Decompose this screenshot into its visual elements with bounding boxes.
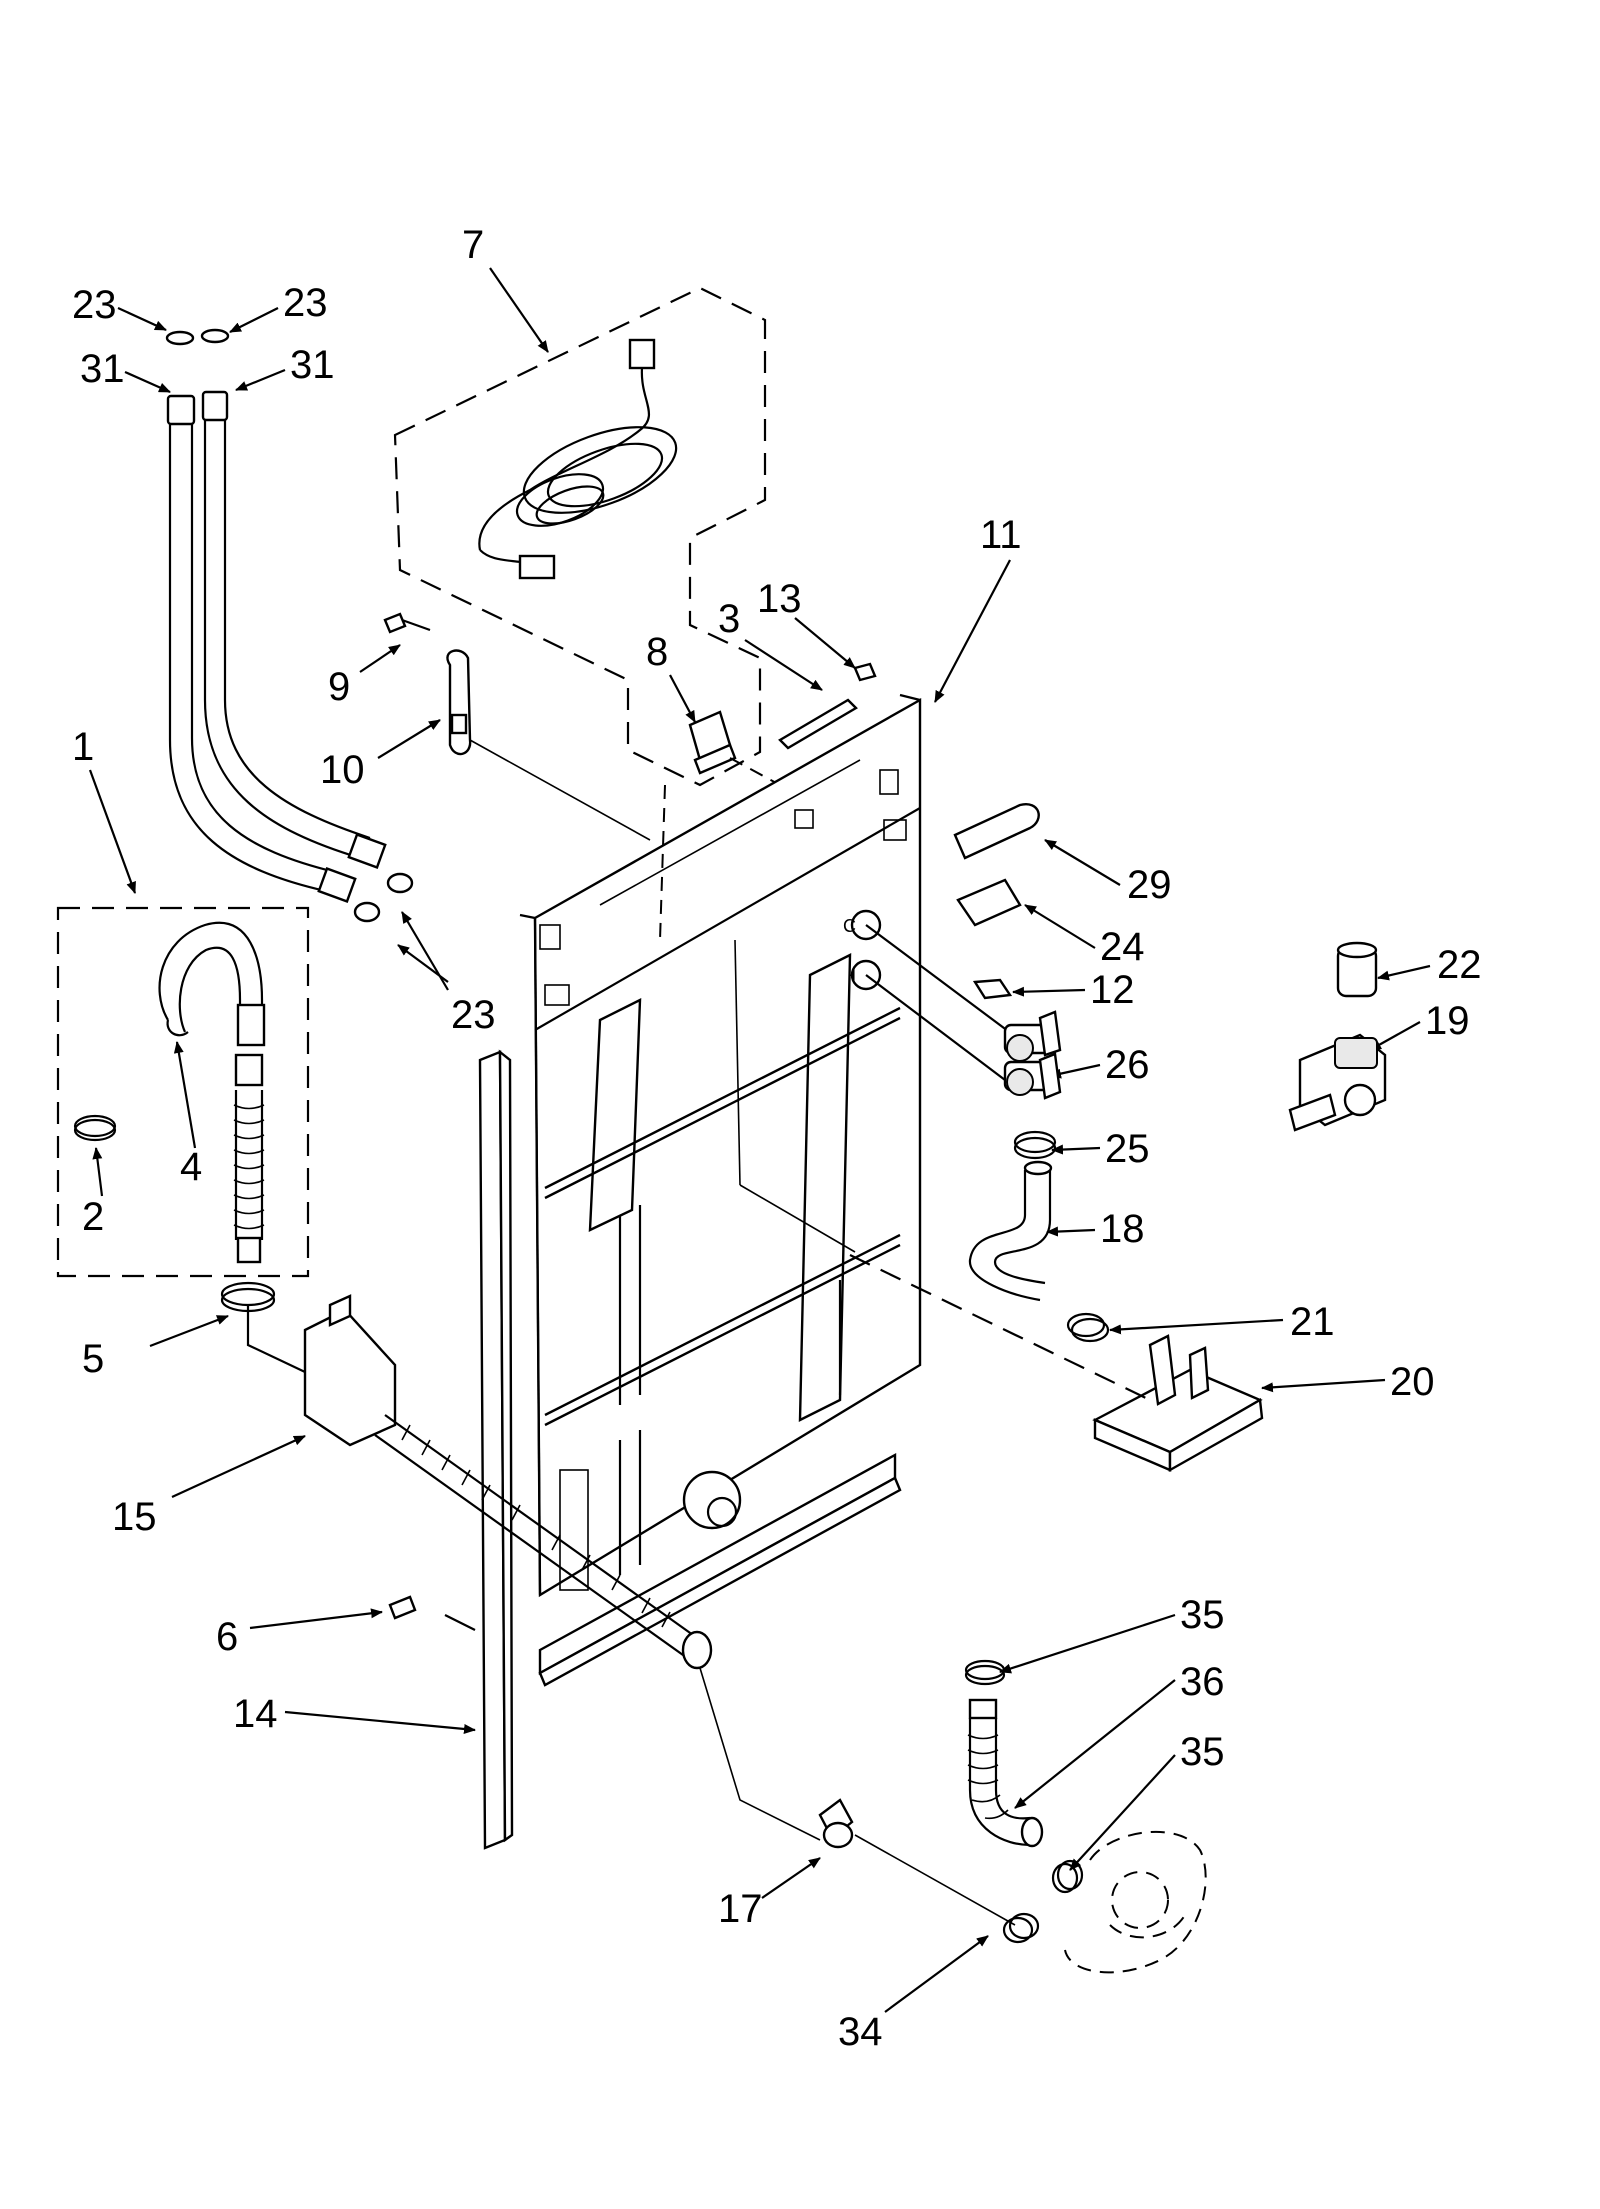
power-cord-part-7 bbox=[478, 338, 678, 580]
callout-15: 15 bbox=[112, 1495, 157, 1539]
callout-23-bottom: 23 bbox=[451, 993, 496, 1037]
water-valve-part-26 bbox=[865, 924, 1062, 1100]
callout-9: 9 bbox=[328, 665, 350, 709]
callout-31-left: 31 bbox=[80, 347, 125, 391]
strip-part-3 bbox=[778, 698, 858, 750]
inlet-hoses bbox=[165, 328, 414, 923]
callout-26: 26 bbox=[1105, 1043, 1150, 1087]
rear-panel-part-11: C H bbox=[519, 693, 922, 1687]
pump-part-19 bbox=[1288, 1033, 1387, 1132]
ring-part-35-bottom bbox=[1051, 1859, 1084, 1894]
callout-35-top: 35 bbox=[1180, 1593, 1225, 1637]
pump-cap-part-22 bbox=[1336, 941, 1378, 998]
callout-34: 34 bbox=[838, 2010, 883, 2054]
callout-10: 10 bbox=[320, 748, 365, 792]
switch-part-8 bbox=[688, 710, 781, 786]
side-brace-part-14 bbox=[444, 1049, 514, 1850]
bracket-part-10 bbox=[446, 649, 651, 841]
coupling-part-17 bbox=[818, 1798, 1016, 1926]
callout-2: 2 bbox=[82, 1195, 104, 1239]
callout-labels: 7 23 23 31 31 11 13 3 8 9 10 1 29 24 22 … bbox=[72, 223, 1482, 2054]
clamp-part-34 bbox=[1002, 1912, 1040, 1944]
callout-14: 14 bbox=[233, 1692, 278, 1736]
callout-13: 13 bbox=[757, 577, 802, 621]
callout-20: 20 bbox=[1390, 1360, 1435, 1404]
cold-valve-mark: C bbox=[843, 916, 856, 936]
callout-36: 36 bbox=[1180, 1660, 1225, 1704]
screw-part-13 bbox=[853, 662, 877, 682]
clamp-part-21 bbox=[1066, 1312, 1110, 1343]
callout-8: 8 bbox=[646, 630, 668, 674]
callout-21: 21 bbox=[1290, 1300, 1335, 1344]
hose-part-18 bbox=[968, 1160, 1053, 1302]
callout-22: 22 bbox=[1437, 943, 1482, 987]
callout-3: 3 bbox=[718, 597, 740, 641]
callout-6: 6 bbox=[216, 1615, 238, 1659]
screw-part-12 bbox=[972, 978, 1013, 1000]
ring-part-25 bbox=[1013, 1130, 1057, 1160]
hose-part-36 bbox=[967, 1698, 1044, 1848]
callout-18: 18 bbox=[1100, 1207, 1145, 1251]
callout-24: 24 bbox=[1100, 925, 1145, 969]
callout-11: 11 bbox=[980, 513, 1022, 557]
callout-4: 4 bbox=[180, 1145, 202, 1189]
clamp-part-2 bbox=[73, 1114, 117, 1142]
callout-19: 19 bbox=[1425, 999, 1470, 1043]
soffit-part-15 bbox=[246, 1294, 397, 1447]
dispenser-part-20 bbox=[849, 1254, 1264, 1473]
callout-1: 1 bbox=[72, 725, 94, 769]
clip-part-24 bbox=[956, 878, 1022, 927]
callout-31-right: 31 bbox=[290, 343, 335, 387]
drain-hose-part-4 bbox=[158, 921, 266, 1264]
callout-12: 12 bbox=[1090, 968, 1135, 1012]
pump-ghost-dashed bbox=[1064, 1830, 1207, 1974]
ring-part-35-top bbox=[964, 1659, 1006, 1686]
callout-23-left: 23 bbox=[72, 283, 117, 327]
cord-kit-dashed-outline bbox=[393, 286, 767, 787]
callout-35-bottom: 35 bbox=[1180, 1730, 1225, 1774]
callout-7: 7 bbox=[462, 223, 484, 267]
leader-arrows bbox=[88, 267, 1431, 2013]
dashed-connector-lines bbox=[659, 784, 856, 1253]
callout-23-right: 23 bbox=[283, 281, 328, 325]
clip-part-29 bbox=[953, 803, 1040, 860]
screw-part-9 bbox=[383, 612, 431, 634]
callout-25: 25 bbox=[1105, 1127, 1150, 1171]
callout-29: 29 bbox=[1127, 863, 1172, 907]
callout-5: 5 bbox=[82, 1337, 104, 1381]
callout-17: 17 bbox=[718, 1887, 763, 1931]
screw-part-6 bbox=[388, 1595, 417, 1620]
long-drain-hose bbox=[374, 1414, 821, 1841]
